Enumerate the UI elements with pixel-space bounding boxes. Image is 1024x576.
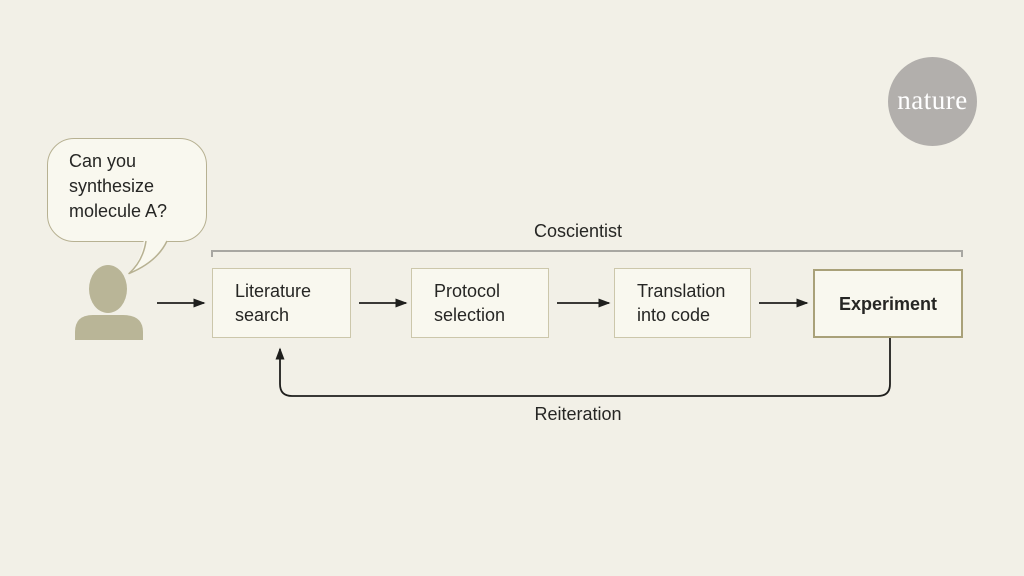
flow-box-protocol-selection: Protocol selection	[411, 268, 549, 338]
reiteration-loop-arrow	[275, 338, 891, 397]
flow-box-label: Experiment	[838, 293, 938, 314]
nature-logo-label: nature	[897, 84, 968, 115]
reiteration-loop-label: Reiteration	[534, 404, 622, 424]
flow-box-label: Literature search	[235, 281, 312, 325]
flow-box-label: Protocol selection	[434, 281, 506, 325]
speech-bubble: Can you synthesize molecule A?	[47, 138, 207, 242]
speech-bubble-tail	[128, 238, 169, 275]
speech-bubble-text: Can you synthesize molecule A?	[69, 151, 168, 221]
flow-box-label: Translation into code	[637, 281, 726, 325]
flow-box-translation-into-code: Translation into code	[614, 268, 751, 338]
flow-box-literature-search: Literature search	[212, 268, 351, 338]
flow-box-experiment: Experiment	[813, 269, 963, 338]
person-icon	[75, 265, 143, 340]
coscientist-bracket-label: Coscientist	[533, 221, 623, 241]
nature-logo: nature	[888, 57, 977, 146]
coscientist-bracket	[211, 250, 963, 257]
